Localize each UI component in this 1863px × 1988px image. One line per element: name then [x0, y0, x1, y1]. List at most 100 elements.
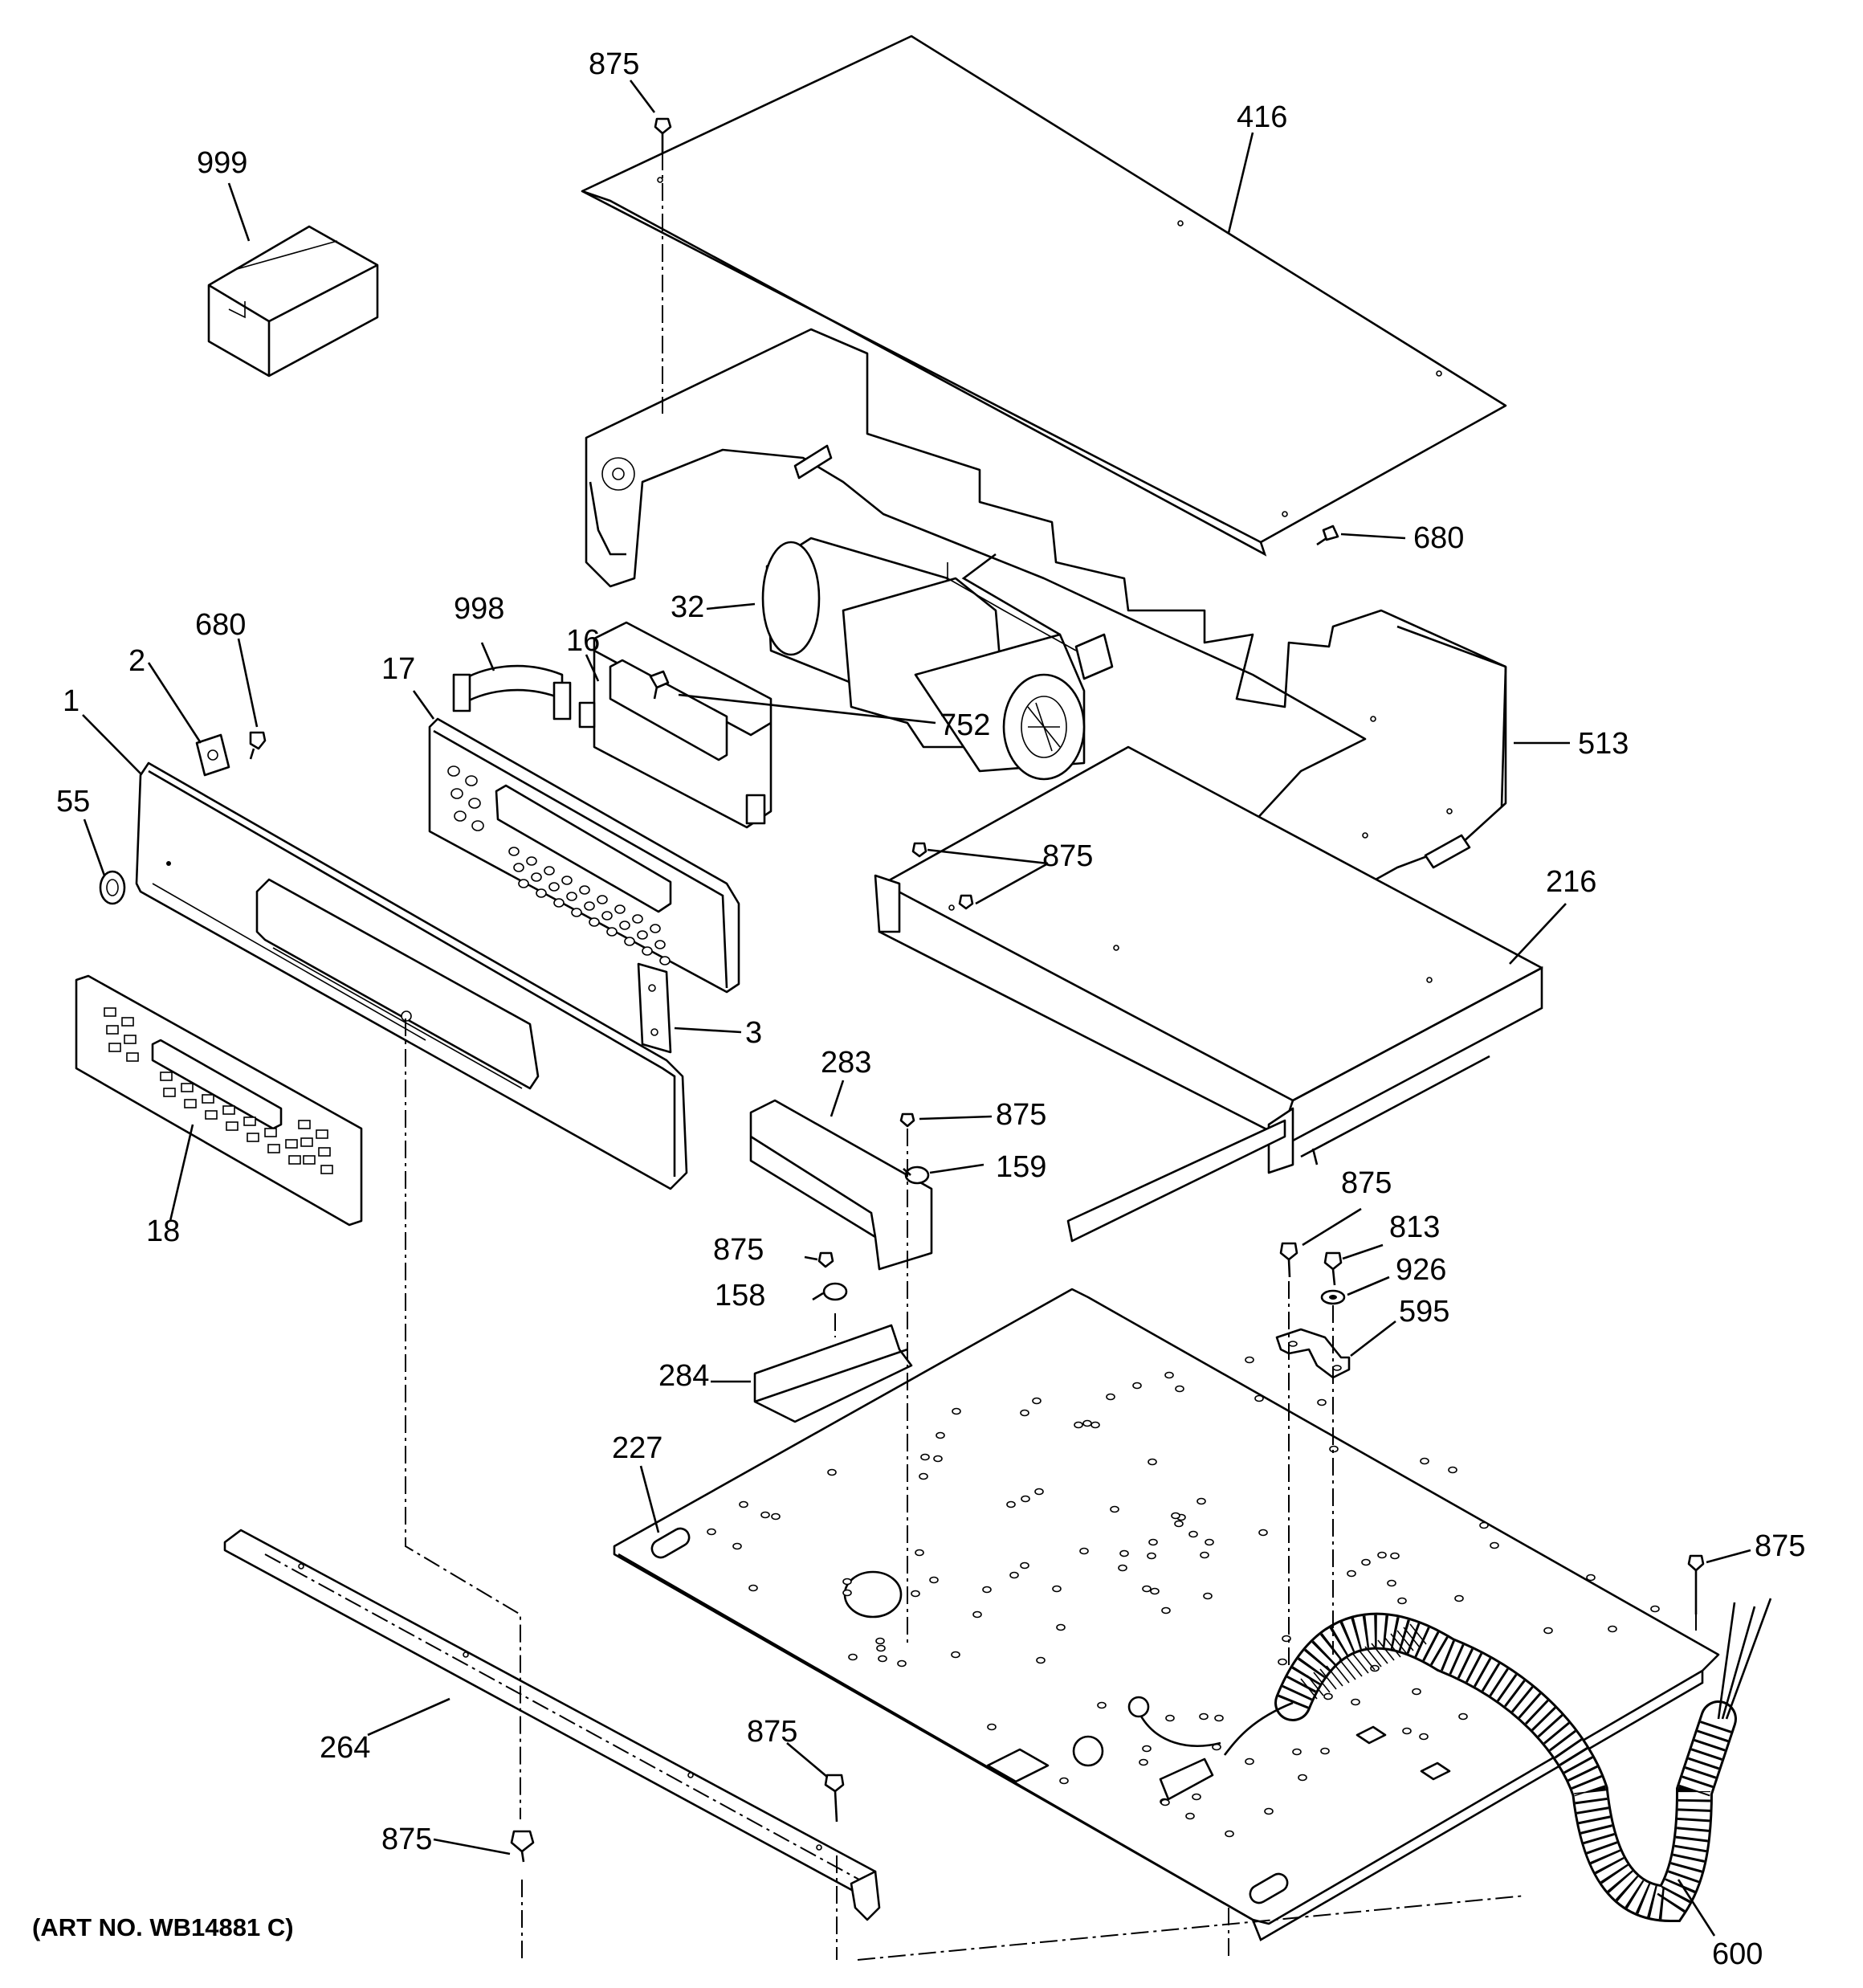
- keypad-button: [548, 882, 560, 892]
- mounting-hole: [1351, 1698, 1360, 1706]
- cord-rib: [1403, 1627, 1421, 1648]
- mounting-hole: [919, 1472, 928, 1480]
- keypad-button: [624, 937, 635, 946]
- keypad-button: [637, 930, 648, 940]
- mounting-hole: [875, 1637, 885, 1645]
- keypad-button: [450, 788, 463, 799]
- mounting-hole: [1203, 1592, 1213, 1600]
- keypad-button: [650, 924, 661, 933]
- mounting-hole: [1225, 1830, 1234, 1838]
- mounting-hole: [1188, 1530, 1198, 1538]
- cord-rib: [1319, 1668, 1337, 1690]
- part-875-screw-a: [654, 117, 672, 153]
- keypad-button: [659, 956, 671, 965]
- mounting-hole: [1059, 1777, 1069, 1785]
- mounting-hole: [1032, 1397, 1042, 1405]
- part-1-control-panel: [135, 761, 688, 1190]
- cord-rib: [1313, 1672, 1331, 1693]
- keypad-button: [518, 879, 529, 888]
- mounting-hole: [1298, 1774, 1307, 1782]
- mounting-hole: [1006, 1500, 1016, 1508]
- keypad-button: [614, 904, 626, 914]
- part-16-control-board: [578, 621, 773, 829]
- keypad-button: [544, 866, 555, 876]
- cord-rib: [1339, 1659, 1356, 1680]
- part-875-screw-d: [817, 1251, 834, 1268]
- cord-rib: [1351, 1652, 1369, 1674]
- mounting-hole: [1387, 1579, 1396, 1587]
- overlay-button: [160, 1072, 173, 1081]
- callout-813: 813: [1389, 1210, 1440, 1244]
- part-680-screw-right: [1316, 525, 1339, 546]
- part-875-screw-b2: [958, 894, 974, 910]
- mounting-hole: [1586, 1574, 1596, 1582]
- mounting-hole: [1390, 1552, 1400, 1560]
- mounting-hole: [1056, 1623, 1066, 1631]
- overlay-button: [267, 1144, 280, 1153]
- mounting-hole: [1608, 1625, 1617, 1633]
- mounting-hole: [1199, 1712, 1209, 1721]
- cord-rib: [1358, 1649, 1376, 1671]
- mounting-hole: [1142, 1745, 1152, 1753]
- mounting-hole: [951, 1651, 960, 1659]
- part-284-bracket: [753, 1324, 913, 1423]
- part-875-screw-c: [899, 1112, 915, 1128]
- part-875-screw-e: [1279, 1242, 1298, 1278]
- callout-1: 1: [63, 684, 79, 718]
- mounting-hole: [1377, 1551, 1387, 1559]
- mounting-hole: [1171, 1512, 1180, 1520]
- mounting-hole: [732, 1542, 742, 1550]
- overlay-button: [163, 1088, 176, 1097]
- cord-rib: [1364, 1646, 1382, 1668]
- mounting-hole: [1448, 1466, 1457, 1474]
- overlay-button: [104, 1007, 116, 1017]
- mounting-hole: [842, 1589, 852, 1597]
- overlay-button: [205, 1110, 218, 1120]
- keypad-button: [447, 765, 460, 777]
- mounting-hole: [1397, 1597, 1407, 1605]
- cord-rib: [1332, 1662, 1350, 1684]
- part-595-clamp: [1275, 1328, 1351, 1379]
- callout-875-158: 875: [713, 1233, 764, 1267]
- callout-998: 998: [454, 592, 504, 626]
- mounting-hole: [1490, 1541, 1499, 1549]
- callout-3: 3: [745, 1016, 762, 1050]
- mounting-hole: [1402, 1727, 1412, 1735]
- mounting-hole: [1160, 1798, 1170, 1806]
- mounting-hole: [1079, 1547, 1089, 1555]
- mounting-hole: [1420, 1457, 1429, 1465]
- part-3-bracket: [637, 962, 672, 1054]
- mounting-hole: [1036, 1656, 1046, 1664]
- mounting-hole: [760, 1511, 770, 1519]
- keypad-button: [579, 885, 590, 895]
- keypad-button: [468, 798, 481, 809]
- mounting-hole: [1458, 1712, 1468, 1721]
- keypad-button: [508, 847, 520, 856]
- keypad-button: [454, 810, 467, 822]
- callout-159: 159: [996, 1150, 1046, 1184]
- mounting-hole: [929, 1576, 939, 1584]
- part-18-overlay: [75, 974, 363, 1227]
- overlay-button: [126, 1052, 139, 1062]
- mounting-hole: [1020, 1561, 1029, 1570]
- callout-875-tray: 875: [1042, 839, 1093, 873]
- keypad-button: [465, 775, 478, 786]
- callout-158: 158: [715, 1279, 765, 1312]
- keypad-button: [589, 917, 600, 927]
- part-158-thermostat: [822, 1282, 848, 1301]
- keypad-button: [571, 908, 582, 917]
- callout-513: 513: [1578, 727, 1629, 761]
- overlay-button: [124, 1035, 137, 1044]
- mounting-hole: [1150, 1587, 1160, 1595]
- callout-227: 227: [612, 1431, 662, 1465]
- leader-lines: [82, 80, 1751, 1937]
- keypad-button: [553, 898, 565, 908]
- mounting-hole: [1323, 1692, 1333, 1700]
- keypad-button: [531, 872, 542, 882]
- callout-680-right: 680: [1413, 521, 1464, 555]
- callout-752: 752: [940, 708, 990, 742]
- mounting-hole: [1192, 1793, 1201, 1801]
- mounting-hole: [1090, 1421, 1100, 1429]
- overlay-button: [226, 1121, 238, 1131]
